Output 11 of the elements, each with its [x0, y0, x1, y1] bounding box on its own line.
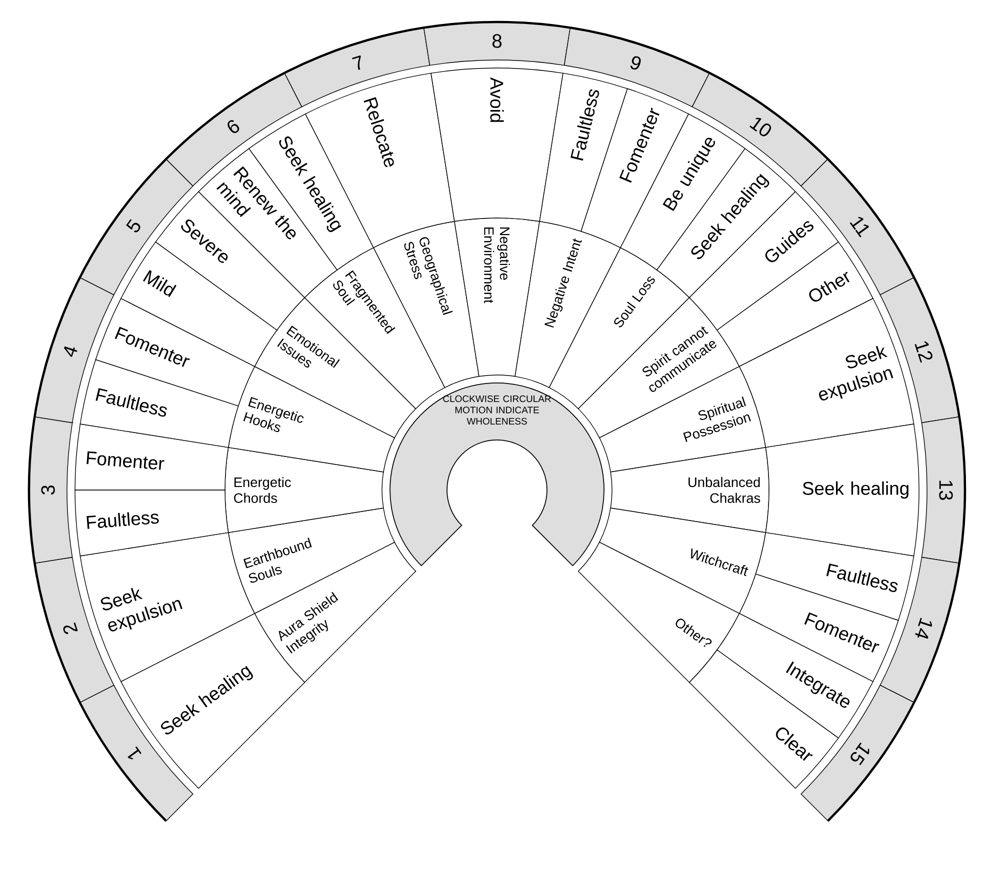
answer-cell: Avoid: [430, 68, 564, 222]
category-cell: Energetic Chords: [224, 447, 384, 533]
category-cell: Unbalanced Chakras: [610, 447, 770, 533]
number-cell: 8: [423, 22, 571, 66]
answer-cell: Faultless: [74, 490, 229, 556]
number-cell: 13: [921, 416, 966, 564]
answer-cell: Seek healing: [765, 424, 920, 556]
category-cell: Negative Environment: [454, 218, 540, 377]
answer-cell: Fomenter: [74, 424, 229, 490]
hub-ring: CLOCKWISE CIRCULAR MOTION INDICATE WHOLENESS: [390, 382, 604, 566]
number-cell: 3: [28, 416, 73, 564]
